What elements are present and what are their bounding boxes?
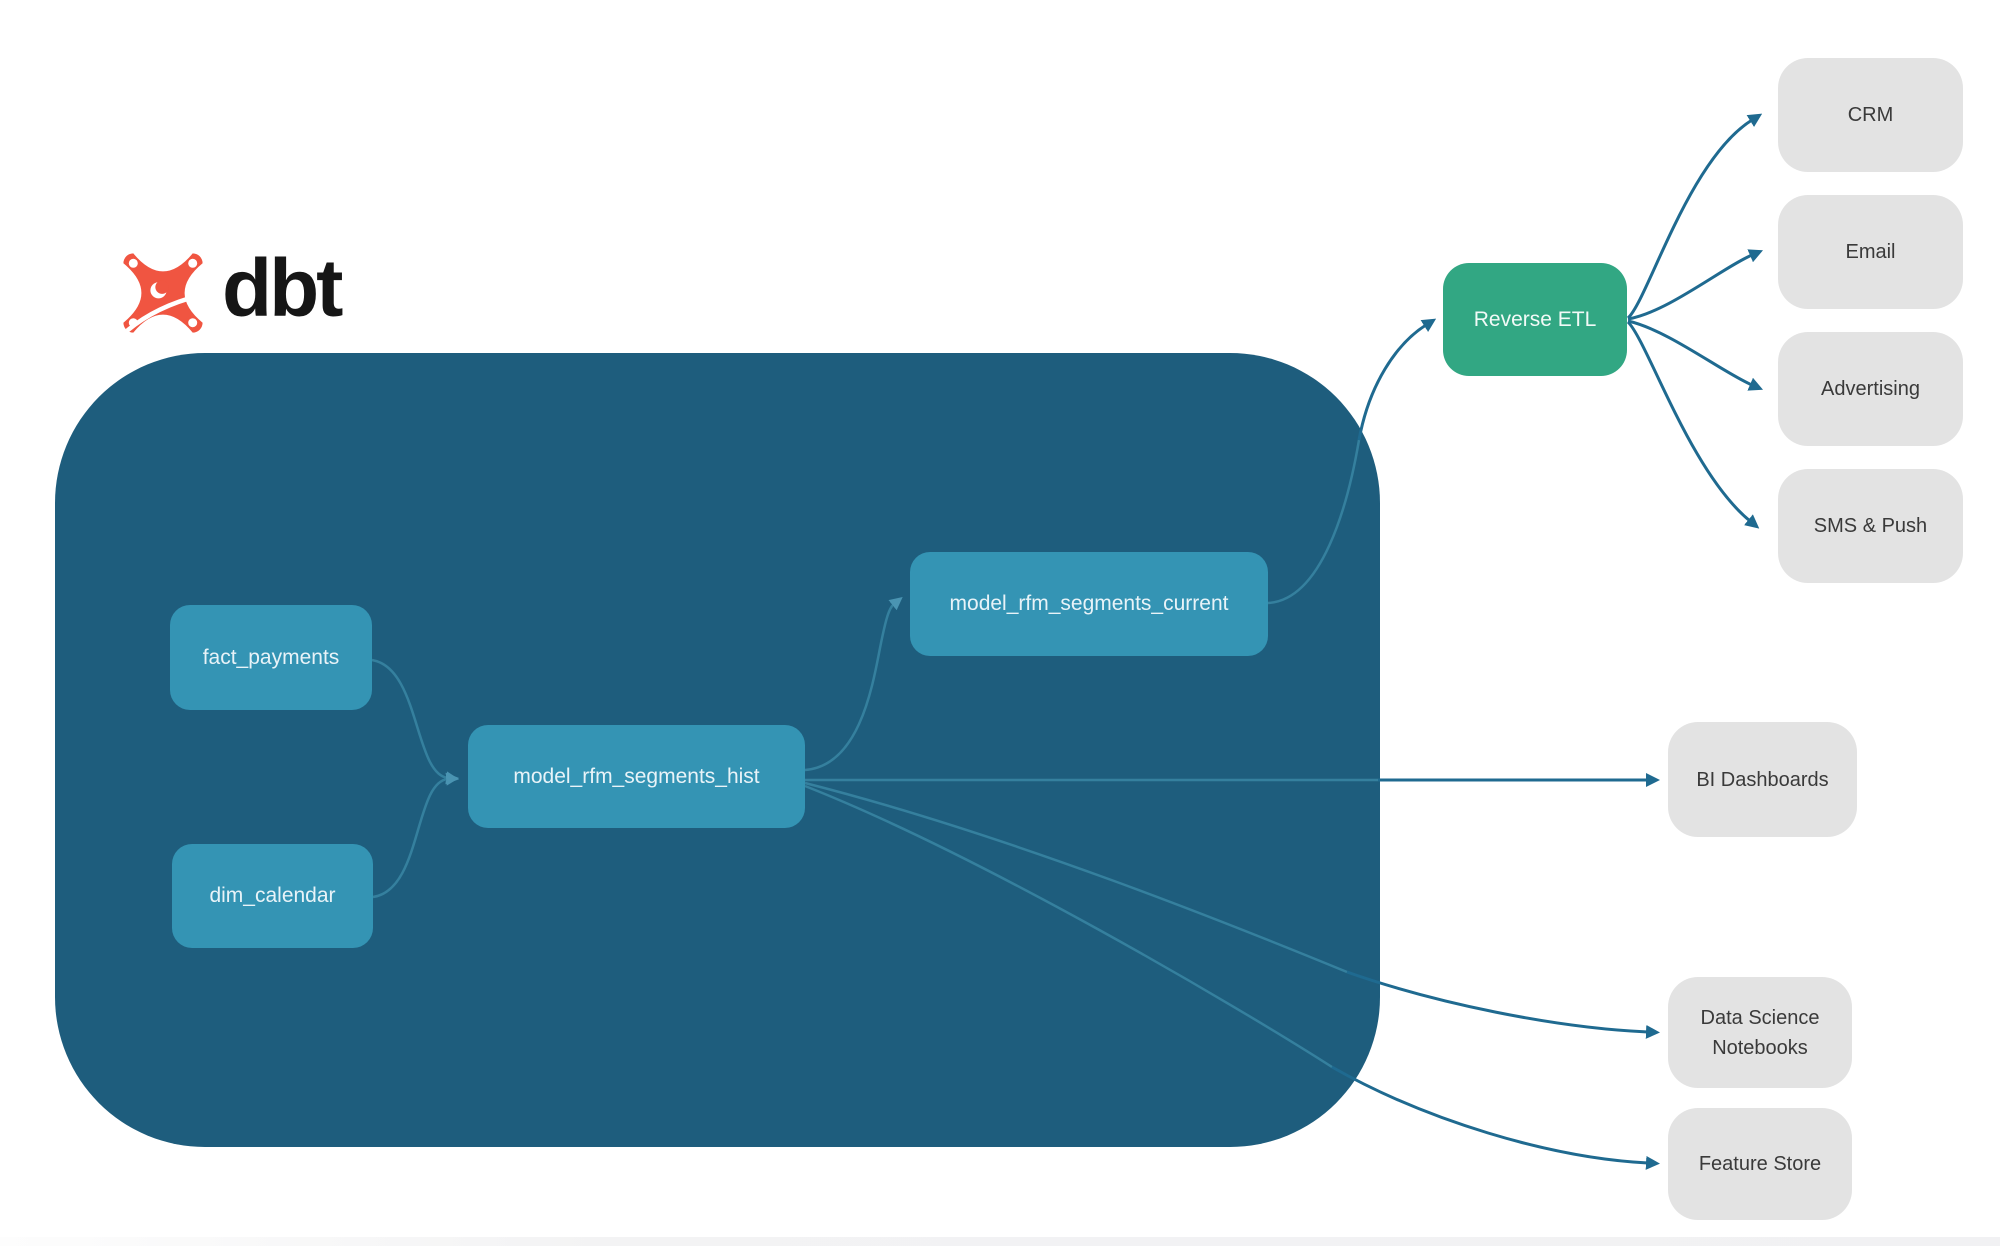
node-email: Email	[1778, 195, 1963, 309]
node-data-science-notebooks: Data Science Notebooks	[1668, 977, 1852, 1088]
bottom-edge-shadow	[0, 1237, 2000, 1246]
node-label: Advertising	[1821, 378, 1920, 400]
edge-retl-to-sms	[1626, 320, 1760, 529]
edge-retl-to-email	[1627, 249, 1764, 321]
node-advertising: Advertising	[1778, 332, 1963, 446]
node-label: SMS & Push	[1813, 515, 1928, 537]
node-label: Feature Store	[1698, 1153, 1822, 1175]
node-label: Reverse ETL	[1473, 307, 1597, 331]
node-label: Data Science Notebooks	[1700, 1006, 1820, 1059]
edge-current-to-retl-outside	[1357, 318, 1437, 441]
node-dim-calendar: dim_calendar	[172, 844, 373, 948]
node-bi-dashboards: BI Dashboards	[1668, 722, 1857, 837]
edge-retl-to-advertising	[1627, 319, 1764, 391]
node-label: model_rfm_segments_hist	[513, 764, 760, 788]
node-label: CRM	[1847, 104, 1894, 126]
dbt-logo-icon	[123, 253, 203, 333]
node-label: fact_payments	[202, 645, 340, 669]
dbt-logo: dbt	[118, 244, 343, 338]
node-reverse-etl: Reverse ETL	[1443, 263, 1627, 376]
edge-hist-to-fs-outside	[1331, 1065, 1660, 1170]
node-feature-store: Feature Store	[1668, 1108, 1852, 1220]
node-crm: CRM	[1778, 58, 1963, 172]
edge-retl-to-crm	[1626, 113, 1763, 320]
node-model-rfm-segments-current: model_rfm_segments_current	[910, 552, 1268, 656]
node-label: model_rfm_segments_current	[949, 592, 1229, 615]
node-label: Email	[1845, 241, 1896, 263]
node-label: dim_calendar	[209, 884, 336, 907]
node-model-rfm-segments-hist: model_rfm_segments_hist	[468, 725, 805, 828]
edge-hist-to-ds-outside	[1346, 970, 1660, 1039]
node-label: BI Dashboards	[1696, 768, 1829, 791]
dbt-wordmark: dbt	[222, 243, 343, 334]
node-sms-push: SMS & Push	[1778, 469, 1963, 583]
node-fact-payments: fact_payments	[170, 605, 372, 710]
